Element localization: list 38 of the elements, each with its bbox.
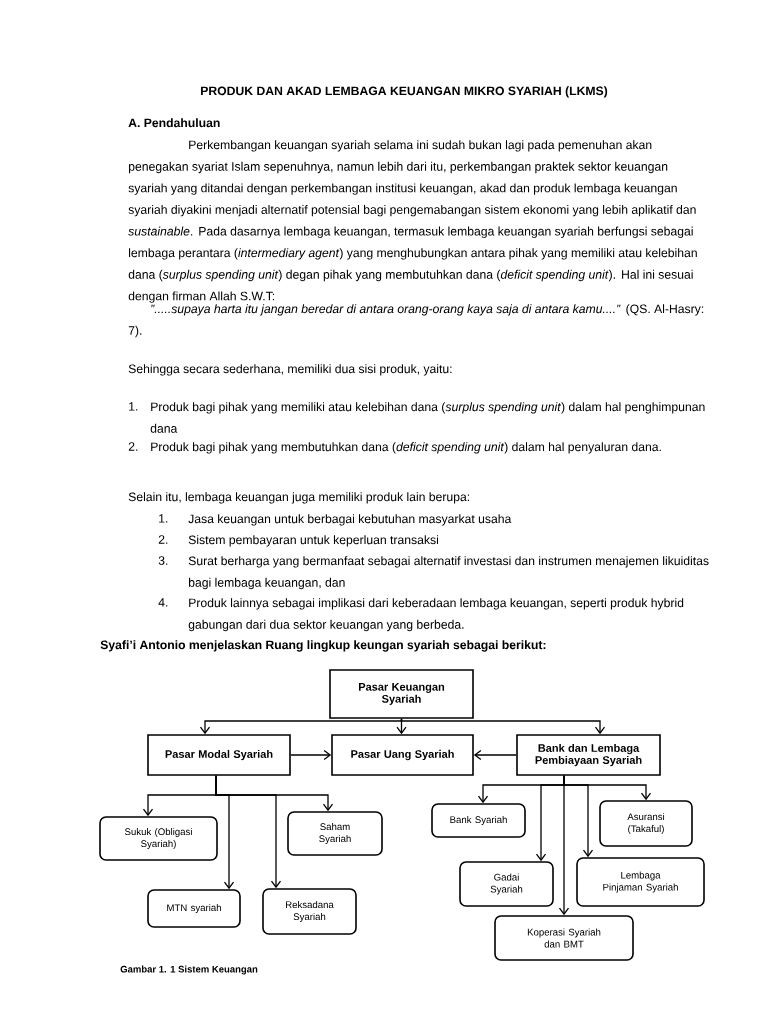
item-box: Lembaga Pinjaman Syariah	[576, 857, 705, 907]
item-box: Gadai Syariah	[459, 861, 554, 907]
list-number: 4.	[158, 598, 168, 607]
item-box: Koperasi Syariah dan BMT	[494, 915, 634, 961]
paragraph: Sehingga secara sederhana, memiliki dua sisi produk, yaitu:	[128, 364, 452, 376]
category-box: Pasar Uang Syariah	[331, 734, 474, 776]
section-heading: A. Pendahuluan	[128, 118, 220, 128]
category-box: Bank dan Lembaga Pembiayaan Syariah	[516, 734, 661, 776]
category-box: Pasar Modal Syariah	[147, 734, 291, 776]
list-item: Surat berharga yang bermanfaat sebagai alternatif investasi dan instrumen menajemen likuiditas bagi lembaga keuangan, dan	[188, 556, 709, 590]
arrow	[558, 775, 570, 916]
list-item: Jasa keuangan untuk berbagai kebutuhan masyarkat usaha	[188, 514, 512, 526]
category-box: Pasar Keuangan Syariah	[329, 669, 474, 719]
item-box: Sukuk (Obligasi Syariah)	[99, 816, 218, 861]
list-number: 1.	[159, 514, 168, 523]
arrow	[215, 775, 282, 889]
arrow	[290, 749, 332, 761]
list-number: 2.	[158, 535, 168, 544]
list-number: 1.	[129, 402, 138, 411]
quote: ”.....supaya harta itu jangan beredar di antara orang-orang kaya saja di antara kamu....” (QS. Al-Hasry: 7).	[128, 304, 704, 338]
item-box: Reksadana Syariah	[262, 888, 357, 935]
page-title: PRODUK DAN AKAD LEMBAGA KEUANGAN MIKRO SYARIAH (LKMS)	[201, 86, 608, 98]
caption: Gambar 1. 1 Sistem Keuangan	[120, 965, 258, 975]
arrow	[400, 718, 606, 735]
paragraph: Selain itu, lembaga keuangan juga memiliki produk lain berupa:	[128, 492, 470, 504]
list-item: Produk bagi pihak yang membutuhkan dana (deficit spending unit) dalam hal penyaluran dana.	[151, 442, 661, 454]
paragraph: Syafi’i Antonio menjelaskan Ruang lingkup keungan syariah sebagai berikut:	[100, 640, 546, 652]
item-box: MTN syariah	[147, 889, 241, 928]
list-number: 3.	[158, 556, 168, 565]
list-number: 2.	[128, 442, 138, 451]
item-box: Saham Syariah	[287, 811, 383, 856]
arrow	[473, 749, 517, 761]
paragraph: Perkembangan keuangan syariah selama ini sudah bukan lagi pada pemenuhan akan penegakan syariat Islam sepenuhnya, namun lebih dari itu, perkembangan praktek sektor keuangan syariah yang ditandai dengan perkembangan institusi keuangan, akad dan produk lembaga keuangan syariah diyakini menjadi alternatif potensial bagi pengemabangan sistem ekonomi yang lebih aplikatif dan sustainable. Pada dasarnya lembaga keuangan, termasuk lembaga keuangan syariah berfungsi sebagai lembaga perantara (intermediary agent) yang menghubungkan antara pihak yang memiliki atau kelebihan dana (surplus spending unit) degan pihak yang membutuhkan dana (deficit spending unit). Hal ini sesuai dengan firman Allah S.W.T:	[128, 140, 697, 303]
list-item: Sistem pembayaran untuk keperluan transaksi	[188, 535, 438, 547]
arrow	[199, 718, 403, 735]
item-box: Bank Syariah	[431, 803, 526, 838]
list-item: Produk lainnya sebagai implikasi dari keberadaan lembaga keuangan, seperti produk hybrid gabungan dari dua sektor keuangan yang berbeda.	[188, 598, 684, 632]
item-box: Asuransi (Takaful)	[599, 800, 693, 847]
